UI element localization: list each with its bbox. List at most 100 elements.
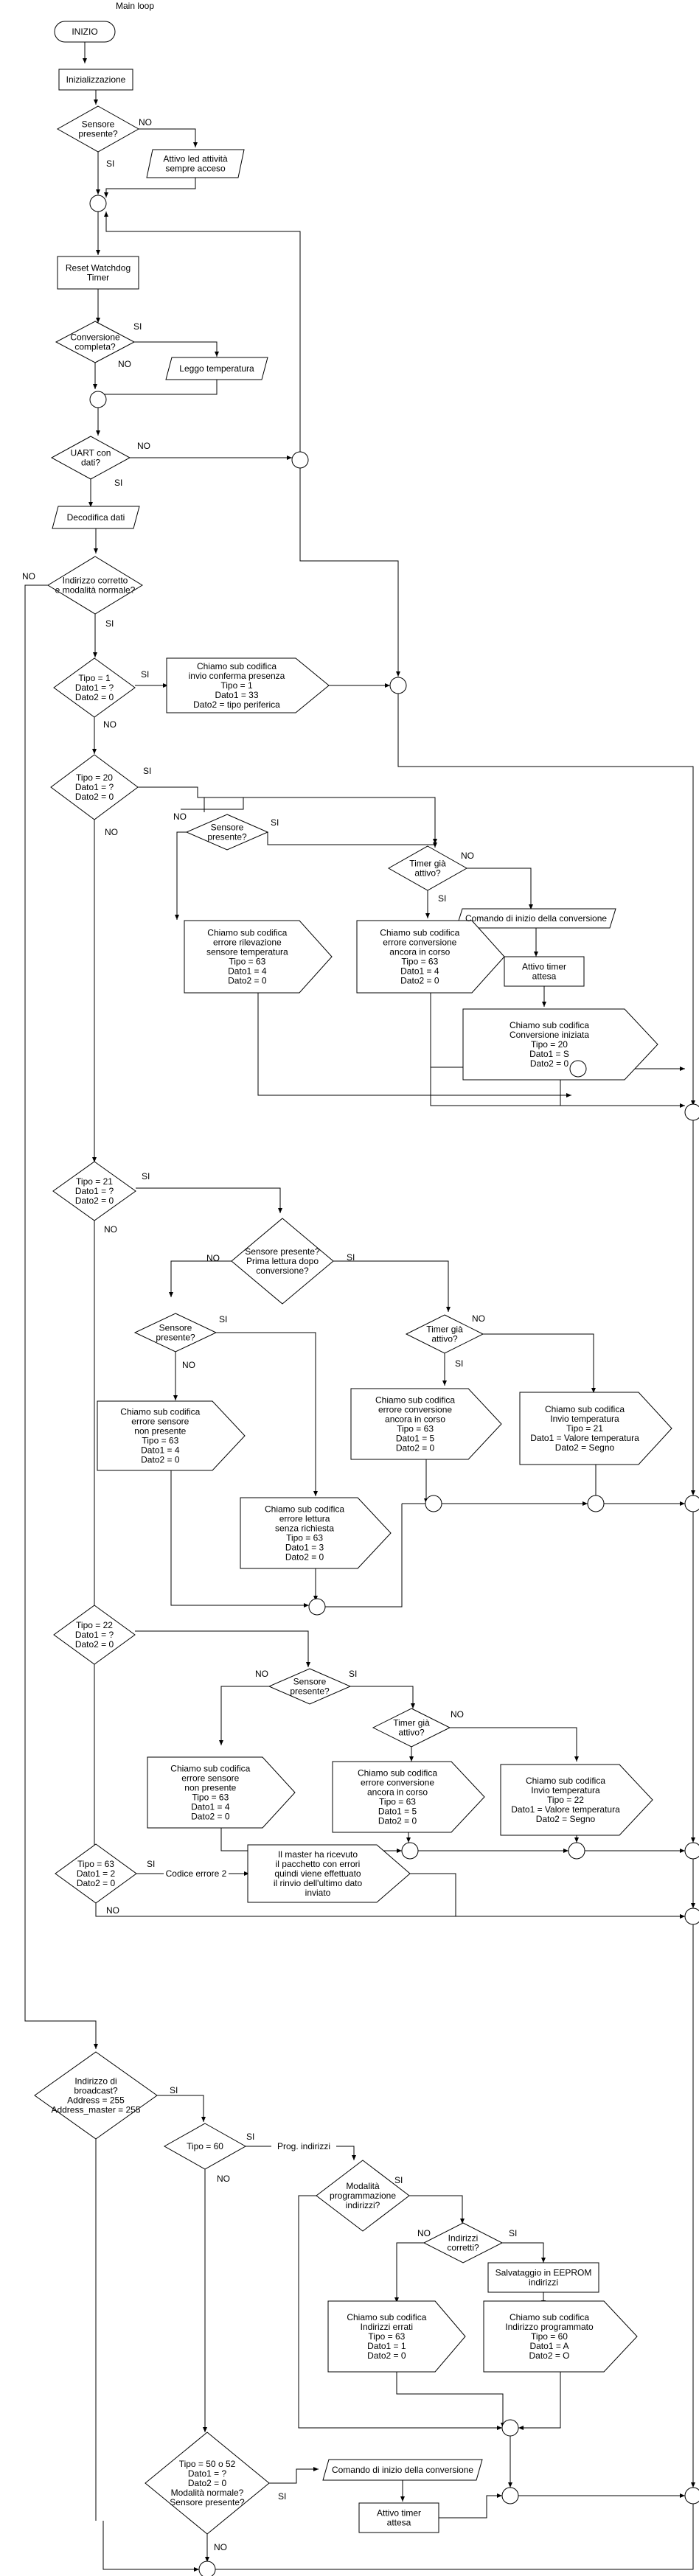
connector-line <box>175 831 187 920</box>
merge-connector-1 <box>89 195 107 212</box>
connector-line <box>135 1630 310 1667</box>
master_msg-subroutine <box>247 1844 411 1903</box>
connector-line <box>333 1260 451 1312</box>
merge-connector-8 <box>587 1495 605 1512</box>
connector-line <box>502 2242 546 2263</box>
connector-line <box>483 1333 596 1393</box>
merge-connector-4 <box>569 1060 587 1078</box>
d_prog_mode-decision <box>316 2160 410 2232</box>
connector-line <box>97 380 218 395</box>
label-no: NO <box>139 117 152 128</box>
label-no: NO <box>417 2228 431 2238</box>
connector-line <box>409 2195 465 2224</box>
label-yes: SI <box>271 817 279 828</box>
d_addr-decision <box>47 556 143 615</box>
save_eeprom-box <box>487 2262 599 2293</box>
label-yes: SI <box>394 2175 403 2185</box>
d_sensor-decision <box>56 105 140 153</box>
label-no: NO <box>22 571 35 582</box>
connector-line <box>134 341 219 357</box>
err_sensor22-subroutine <box>147 1756 296 1829</box>
init-box <box>58 69 133 91</box>
label-no: NO <box>118 359 131 369</box>
d_tipo60-text: Tipo = 60 <box>187 2141 223 2151</box>
connectors <box>24 42 695 2572</box>
connector-line <box>325 1504 403 1608</box>
merge-connector-14 <box>501 2419 519 2437</box>
connector-line <box>269 2467 319 2484</box>
connector-line <box>396 2372 505 2428</box>
connector-line <box>560 1080 685 1108</box>
connector-line <box>299 468 400 677</box>
merge-connector-6 <box>308 1598 326 1616</box>
shapes <box>34 21 699 2576</box>
merge-connector-15 <box>501 2487 519 2505</box>
label-yes: SI <box>455 1358 463 1369</box>
connector-line <box>201 797 437 844</box>
err_sensor20-subroutine <box>184 920 333 994</box>
label-no: NO <box>451 1709 464 1720</box>
label-yes: SI <box>349 1669 357 1679</box>
merge-connector-9 <box>684 1495 699 1512</box>
connector-line <box>298 2195 502 2430</box>
d_timer22-decision <box>372 1708 451 1748</box>
label-yes: SI <box>105 618 114 629</box>
label-no: NO <box>103 719 116 730</box>
label-no: NO <box>105 827 118 837</box>
label-no: NO <box>206 1253 220 1263</box>
read_temp-text: Leggo temperatura <box>179 363 254 374</box>
start-terminator <box>54 21 116 43</box>
connector-line <box>170 1470 309 1608</box>
init-text: Inizializzazione <box>66 74 126 85</box>
connector-line <box>102 2521 199 2572</box>
send_temp22-subroutine <box>500 1764 653 1836</box>
led_on-io <box>146 149 245 178</box>
connector-line <box>169 1260 232 1297</box>
cmd_conv20-text: Comando di inizio della conversione <box>465 913 607 924</box>
connector-line <box>430 1067 571 1106</box>
err_read21-subroutine <box>240 1497 392 1569</box>
cmd_conv50-text: Comando di inizio della conversione <box>332 2465 473 2475</box>
d_tipo21-decision <box>52 1161 136 1221</box>
label-no: NO <box>217 2174 230 2184</box>
decode-io <box>52 506 140 529</box>
err_addr-subroutine <box>327 2300 466 2373</box>
d_tipo63-decision <box>55 1843 137 1904</box>
addr_prog-subroutine <box>483 2300 638 2373</box>
d_broadcast-decision <box>34 2051 158 2140</box>
d_conv-decision <box>55 321 136 363</box>
connector-line <box>219 1686 269 1745</box>
connector-line <box>136 1187 282 1213</box>
connector-line <box>139 128 198 147</box>
label-no: NO <box>255 1669 268 1679</box>
connector-line <box>518 2372 561 2430</box>
d_timer21-decision <box>405 1314 484 1354</box>
label-yes: SI <box>114 478 122 488</box>
